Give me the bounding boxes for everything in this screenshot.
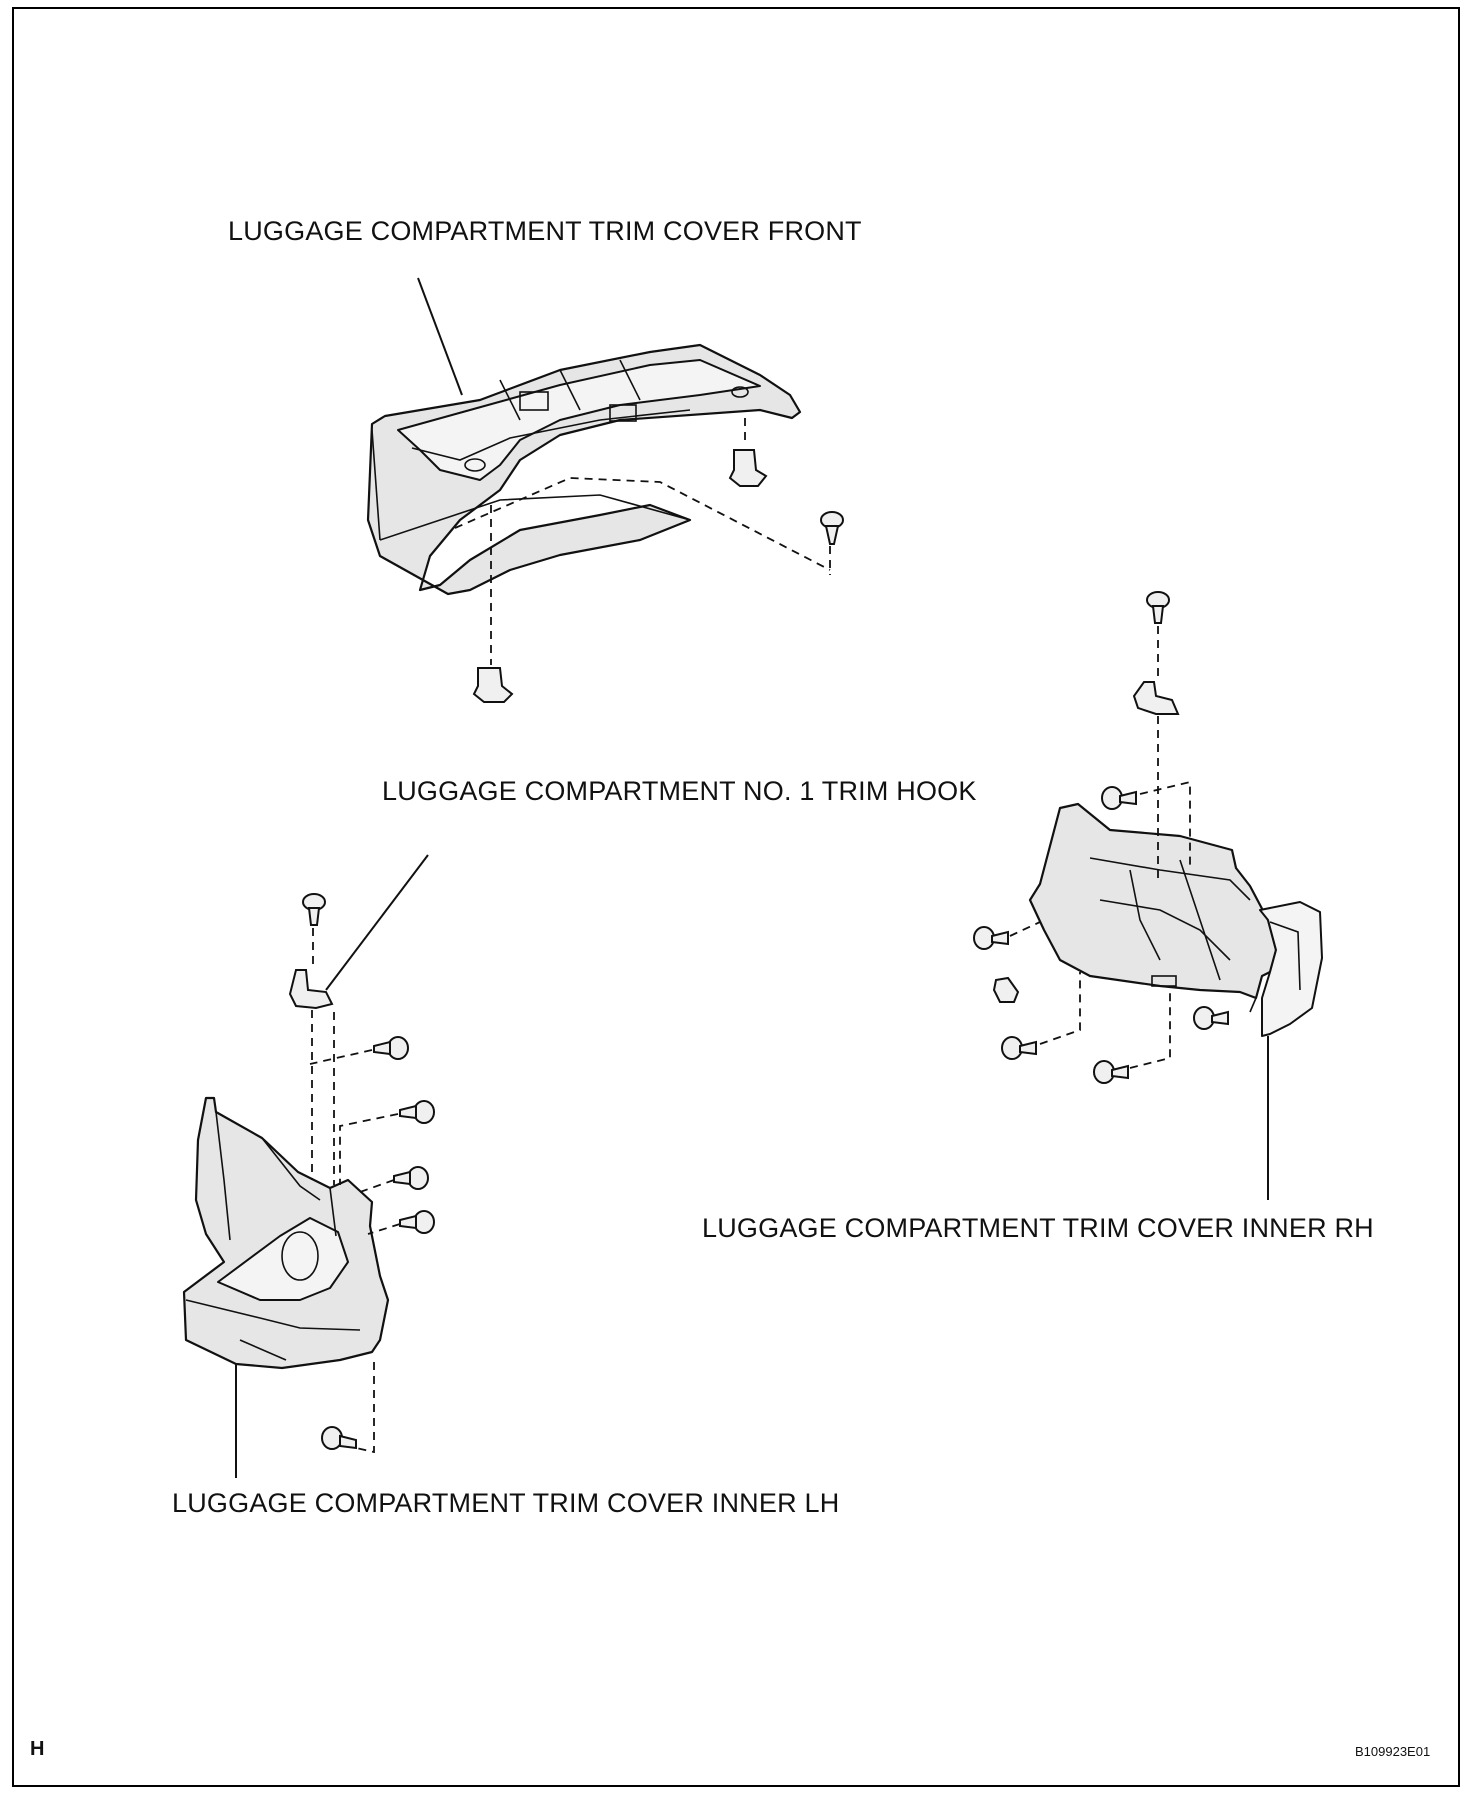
rh-clip-6 xyxy=(1193,1006,1229,1030)
trim-cover-inner-lh-part xyxy=(182,1096,390,1370)
leader-hook xyxy=(325,854,429,991)
rh-clip-4 xyxy=(1001,1036,1037,1060)
trim-cover-inner-rh-part xyxy=(1028,802,1323,1037)
lh-clip-bottom xyxy=(321,1426,357,1450)
rh-clip-2 xyxy=(973,926,1009,950)
lh-clip-4 xyxy=(399,1210,435,1234)
lh-clip-2 xyxy=(399,1100,435,1124)
trim-hook-lh xyxy=(288,969,334,1010)
leader-front xyxy=(417,277,463,396)
front-clip-left xyxy=(472,667,514,703)
label-trim-hook: LUGGAGE COMPARTMENT NO. 1 TRIM HOOK xyxy=(382,776,977,806)
rh-clip-5 xyxy=(1093,1060,1129,1084)
rh-clip-1 xyxy=(1101,786,1137,810)
section-letter: H xyxy=(30,1738,45,1760)
front-clip-right xyxy=(728,449,768,487)
label-trim-cover-front: LUGGAGE COMPARTMENT TRIM COVER FRONT xyxy=(228,216,862,246)
rh-clip-3 xyxy=(992,976,1020,1003)
label-trim-cover-inner-rh: LUGGAGE COMPARTMENT TRIM COVER INNER RH xyxy=(702,1213,1374,1243)
hook-bolt-lh xyxy=(302,893,326,926)
hook-bolt-rh xyxy=(1146,591,1170,624)
lh-clip-1 xyxy=(373,1036,409,1060)
trim-hook-rh xyxy=(1132,681,1180,715)
front-screw xyxy=(820,511,844,545)
lh-clip-3 xyxy=(393,1166,429,1190)
label-trim-cover-inner-lh: LUGGAGE COMPARTMENT TRIM COVER INNER LH xyxy=(172,1488,840,1518)
drawing-frame xyxy=(12,7,1460,1787)
trim-cover-front-part xyxy=(366,343,802,596)
figure-code: B109923E01 xyxy=(1355,1744,1431,1759)
